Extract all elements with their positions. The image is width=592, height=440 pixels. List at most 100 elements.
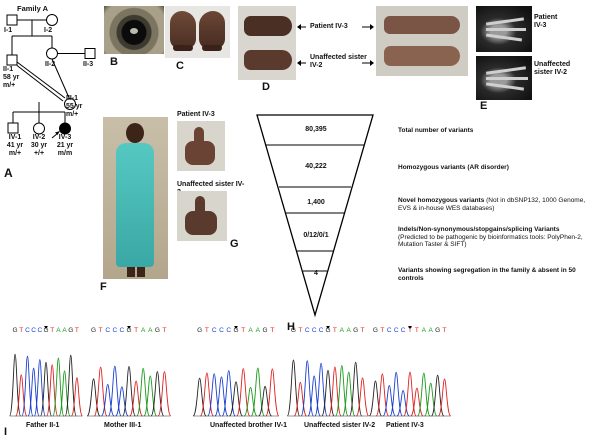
xray-patient-photo bbox=[476, 6, 532, 52]
base-call: T bbox=[50, 327, 54, 334]
mutation-arrow bbox=[408, 326, 412, 330]
trace-peak bbox=[375, 373, 390, 417]
panel-d-patient-label: Patient IV-3 bbox=[310, 23, 348, 30]
trace-peak bbox=[157, 371, 172, 417]
base-call: T bbox=[99, 327, 103, 334]
panel-label-e: E bbox=[480, 100, 488, 112]
trace-peak bbox=[107, 365, 122, 417]
pedigree-II1-male bbox=[6, 54, 18, 66]
trace-peak bbox=[15, 374, 28, 417]
chromatogram-label: Unaffected brother IV-1 bbox=[210, 422, 288, 429]
base-call: T bbox=[75, 327, 79, 334]
base-call: A bbox=[340, 327, 345, 334]
trace-peak bbox=[214, 376, 229, 417]
funnel-desc-novel: Novel homozygous variants (Not in dbSNP1… bbox=[398, 197, 586, 212]
panel-g-patient-label: Patient IV-3 bbox=[177, 111, 215, 118]
pedigree-I1-male bbox=[6, 14, 18, 26]
trace-peak bbox=[258, 385, 273, 417]
base-call: C bbox=[105, 327, 110, 334]
base-call: T bbox=[162, 327, 166, 334]
base-call: C bbox=[112, 327, 117, 334]
pedigree-IV1-male bbox=[7, 122, 19, 134]
pedigree-IV2-female bbox=[33, 122, 45, 135]
trace-peak bbox=[417, 372, 431, 417]
panel-label-i: I bbox=[4, 426, 8, 438]
trace-peak bbox=[437, 378, 452, 417]
trace-peak bbox=[368, 380, 383, 417]
panel-label-b: B bbox=[110, 56, 118, 68]
base-call: C bbox=[37, 327, 42, 334]
trace-peak bbox=[410, 387, 424, 417]
base-call: C bbox=[226, 327, 231, 334]
base-call: G bbox=[353, 327, 358, 334]
chromatogram-label: Unaffected sister IV-2 bbox=[304, 422, 376, 429]
base-call: G bbox=[233, 327, 238, 334]
base-call: A bbox=[56, 327, 61, 334]
base-call: C bbox=[219, 327, 224, 334]
hands-dorsal-photo bbox=[238, 6, 296, 80]
trace-peak bbox=[382, 385, 396, 417]
base-call: T bbox=[205, 327, 209, 334]
base-call: T bbox=[333, 327, 337, 334]
base-call: C bbox=[394, 327, 399, 334]
funnel-level-1-count: 80,395 bbox=[305, 126, 327, 133]
trace-peak bbox=[86, 378, 101, 417]
funnel-level-4-count: 0/12/0/1 bbox=[303, 232, 329, 239]
trace-peak bbox=[286, 359, 301, 417]
panel-label-a: A bbox=[4, 166, 13, 180]
panel-d-sister-label: Unaffected sister IV-2 bbox=[310, 54, 367, 69]
patient-full-body-photo bbox=[103, 117, 168, 279]
trace-peak bbox=[64, 354, 77, 417]
mutation-arrow bbox=[127, 326, 131, 330]
base-call: A bbox=[62, 327, 67, 334]
trace-peak bbox=[250, 367, 265, 417]
base-call: C bbox=[401, 327, 406, 334]
mutation-arrow bbox=[44, 326, 48, 330]
panel-label-g: G bbox=[230, 238, 239, 250]
trace-peak bbox=[403, 371, 417, 417]
trace-peak bbox=[70, 377, 83, 417]
mutation-arrow bbox=[234, 326, 238, 330]
pedigree-II3-male bbox=[84, 48, 96, 59]
base-call: G bbox=[68, 327, 73, 334]
funnel-desc-segregation: Variants showing segregation in the fami… bbox=[398, 267, 576, 282]
panel-label-f: F bbox=[100, 281, 107, 293]
base-call: T bbox=[380, 327, 384, 334]
funnel-level-5-count: 4 bbox=[314, 270, 318, 277]
panel-label-d: D bbox=[262, 81, 270, 93]
trace-peak bbox=[355, 377, 370, 417]
trace-peak bbox=[348, 361, 363, 417]
trace-peak bbox=[21, 355, 34, 417]
base-call: A bbox=[141, 327, 146, 334]
base-call: T bbox=[415, 327, 419, 334]
trace-peak bbox=[321, 369, 335, 417]
base-call: G bbox=[325, 327, 330, 334]
pedigree-label-I1: I-1 bbox=[4, 27, 13, 34]
pedigree-label-I2: I-2 bbox=[44, 27, 53, 34]
base-call: A bbox=[148, 327, 153, 334]
trace-peak bbox=[307, 375, 321, 417]
pedigree-IV3-affected-female bbox=[59, 122, 71, 135]
chromatogram-label: Patient IV-3 bbox=[386, 422, 424, 429]
base-call: T bbox=[241, 327, 245, 334]
base-call: C bbox=[120, 327, 125, 334]
base-call: T bbox=[134, 327, 138, 334]
panel-d-arrows bbox=[297, 24, 374, 66]
pedigree-label-II3: II-3 bbox=[83, 61, 94, 68]
trace-peak bbox=[396, 390, 410, 417]
mutation-arrow bbox=[326, 326, 330, 330]
base-call: G bbox=[13, 327, 18, 334]
hands-palmar-photo bbox=[376, 6, 468, 76]
base-call: T bbox=[408, 327, 412, 334]
base-call: C bbox=[387, 327, 392, 334]
pedigree-chart bbox=[6, 14, 96, 139]
pedigree-I2-female bbox=[46, 14, 58, 26]
